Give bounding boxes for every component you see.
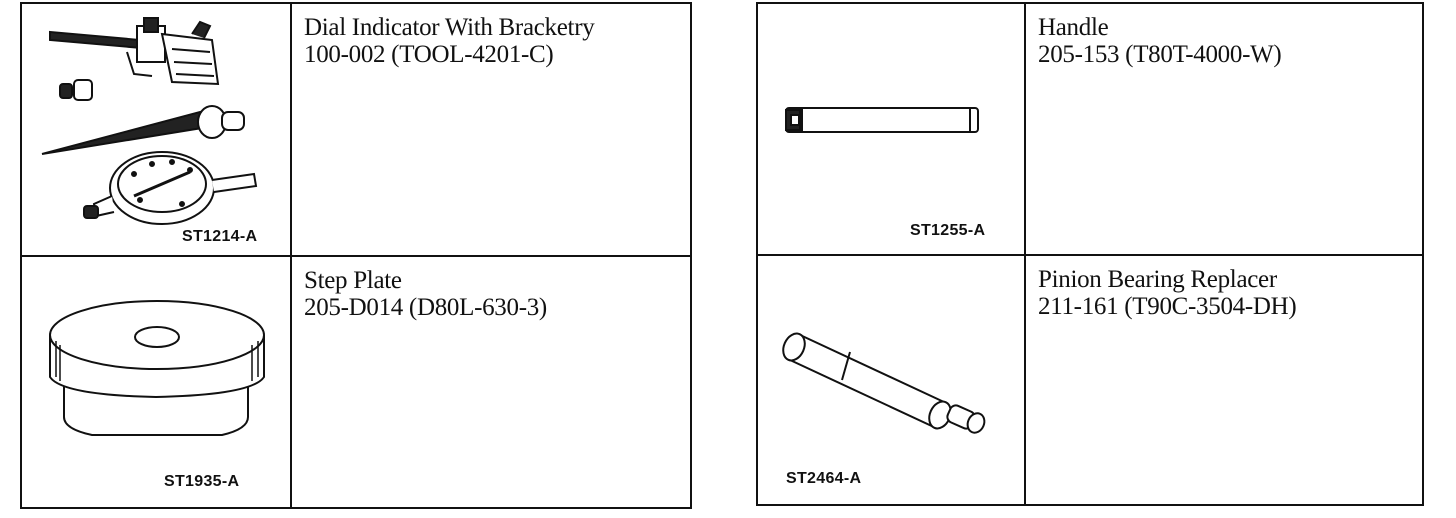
- tool-illustration-cell: ST1255-A: [758, 4, 1026, 254]
- tool-illustration-cell: ST2464-A: [758, 256, 1026, 504]
- tool-row: ST1214-A Dial Indicator With Bracketry 1…: [22, 4, 690, 257]
- tool-image-code: ST2464-A: [786, 470, 862, 487]
- tool-row: ST1935-A Step Plate 205-D014 (D80L-630-3…: [22, 257, 690, 507]
- tool-illustration-cell: ST1214-A: [22, 4, 292, 255]
- tool-name: Dial Indicator With Bracketry: [304, 14, 595, 41]
- tool-description-cell: Pinion Bearing Replacer 211-161 (T90C-35…: [1026, 256, 1422, 504]
- tool-number: 205-D014 (D80L-630-3): [304, 294, 547, 321]
- handle-illustration: [785, 107, 979, 133]
- tool-number: 100-002 (TOOL-4201-C): [304, 41, 554, 68]
- tool-name: Handle: [1038, 14, 1109, 41]
- special-tools-table-left: ST1214-A Dial Indicator With Bracketry 1…: [20, 2, 692, 509]
- tool-number: 205-153 (T80T-4000-W): [1038, 41, 1282, 68]
- tool-description-cell: Dial Indicator With Bracketry 100-002 (T…: [292, 4, 690, 255]
- dial-indicator-illustration: [41, 17, 258, 225]
- tool-name: Pinion Bearing Replacer: [1038, 266, 1277, 293]
- step-plate-illustration: [49, 300, 265, 436]
- special-tools-table-right: ST1255-A Handle 205-153 (T80T-4000-W) ST…: [756, 2, 1424, 506]
- pinion-bearing-replacer-illustration: [782, 332, 986, 434]
- tool-number: 211-161 (T90C-3504-DH): [1038, 293, 1297, 320]
- tool-image-code: ST1255-A: [910, 222, 986, 239]
- tool-image-code: ST1935-A: [164, 473, 240, 490]
- tool-row: ST2464-A Pinion Bearing Replacer 211-161…: [758, 256, 1422, 504]
- tool-description-cell: Handle 205-153 (T80T-4000-W): [1026, 4, 1422, 254]
- tool-illustration-cell: ST1935-A: [22, 257, 292, 507]
- tool-name: Step Plate: [304, 267, 402, 294]
- tool-description-cell: Step Plate 205-D014 (D80L-630-3): [292, 257, 690, 507]
- tool-row: ST1255-A Handle 205-153 (T80T-4000-W): [758, 4, 1422, 256]
- tool-image-code: ST1214-A: [182, 228, 258, 245]
